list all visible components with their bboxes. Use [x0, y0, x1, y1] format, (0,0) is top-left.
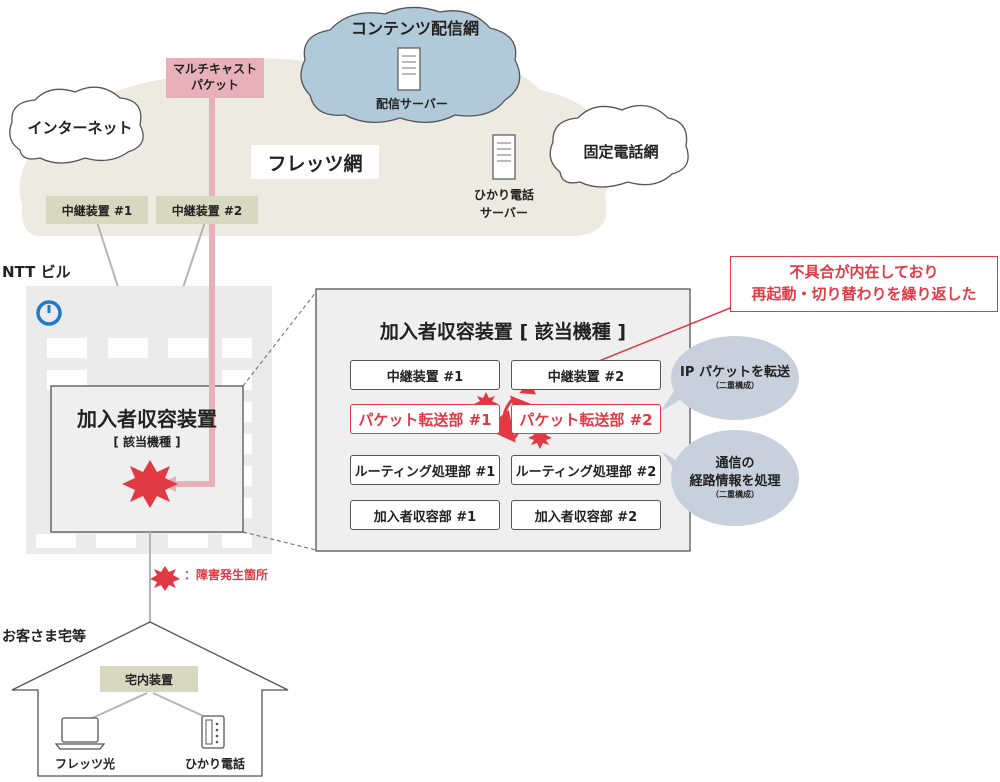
relay-device-2: 中継装置 #2	[156, 196, 258, 224]
ip-bubble-text: IP パケットを転送 （二重構成）	[671, 358, 799, 398]
hikari-server-label-line2: サーバー	[480, 205, 528, 220]
multicast-packet-label: マルチキャスト パケット	[166, 58, 264, 98]
ip-bubble-line2: （二重構成）	[711, 381, 759, 391]
multicast-line1: マルチキャスト	[172, 62, 257, 77]
phone-icon	[201, 715, 225, 749]
callout-line2: 再起動・切り替わりを繰り返した	[751, 285, 977, 303]
routing-unit-1: ルーティング処理部 #1	[350, 455, 500, 485]
distribution-server-icon	[397, 47, 421, 91]
internet-cloud-label: インターネット	[27, 118, 133, 137]
callout-line1: 不具合が内在しており	[789, 263, 939, 282]
laptop-icon	[54, 717, 106, 750]
customer-home-label: お客さま宅等	[2, 629, 86, 645]
detail-relay-2: 中継装置 #2	[511, 360, 661, 390]
route-bubble-text: 通信の 経路情報を処理 （二重構成）	[671, 450, 799, 506]
burst-icon	[122, 460, 178, 508]
detail-relay-1: 中継装置 #1	[350, 360, 500, 390]
home-gateway-device: 宅内装置	[100, 666, 198, 692]
ntt-logo-icon	[36, 300, 62, 326]
device-title: 加入者収容装置	[77, 406, 217, 431]
fixed-phone-cloud-label: 固定電話網	[583, 142, 659, 161]
content-cloud-label: コンテンツ配信網	[350, 19, 479, 38]
hikari-phone-label: ひかり電話	[184, 756, 245, 771]
flets-hikari-label: フレッツ光	[54, 756, 115, 771]
ntt-building-label: NTT ビル	[2, 263, 71, 281]
routing-unit-2: ルーティング処理部 #2	[511, 455, 661, 485]
device-subtitle: [ 該当機種 ]	[113, 434, 181, 449]
hikari-server-icon	[492, 134, 516, 180]
route-bubble-line1: 通信の	[715, 456, 755, 472]
subscriber-unit-2: 加入者収容部 #2	[511, 500, 661, 530]
subscriber-unit-1: 加入者収容部 #1	[350, 500, 500, 530]
route-bubble	[671, 430, 799, 526]
internet-cloud	[9, 86, 144, 164]
route-bubble-line3: （二重構成）	[711, 490, 759, 500]
distribution-server-label: 配信サーバー	[376, 96, 448, 111]
packet-transfer-unit-1: パケット転送部 #1	[350, 404, 500, 434]
detail-title: 加入者収容装置 [ 該当機種 ]	[379, 320, 627, 343]
ip-bubble-line1: IP パケットを転送	[680, 364, 790, 380]
flets-cloud-label: フレッツ網	[251, 145, 379, 179]
legend-burst-icon	[150, 566, 180, 591]
fixed-phone-cloud	[549, 104, 689, 188]
fault-legend-text: ：障害発生箇所	[184, 568, 269, 582]
hikari-server-label-line1: ひかり電話	[473, 187, 534, 202]
fault-callout: 不具合が内在しており 再起動・切り替わりを繰り返した	[730, 256, 998, 312]
ip-bubble	[671, 336, 799, 420]
route-bubble-line2: 経路情報を処理	[689, 473, 781, 489]
relay-device-1: 中継装置 #1	[46, 196, 148, 224]
packet-transfer-unit-2: パケット転送部 #2	[511, 404, 661, 434]
multicast-line2: パケット	[190, 78, 239, 92]
